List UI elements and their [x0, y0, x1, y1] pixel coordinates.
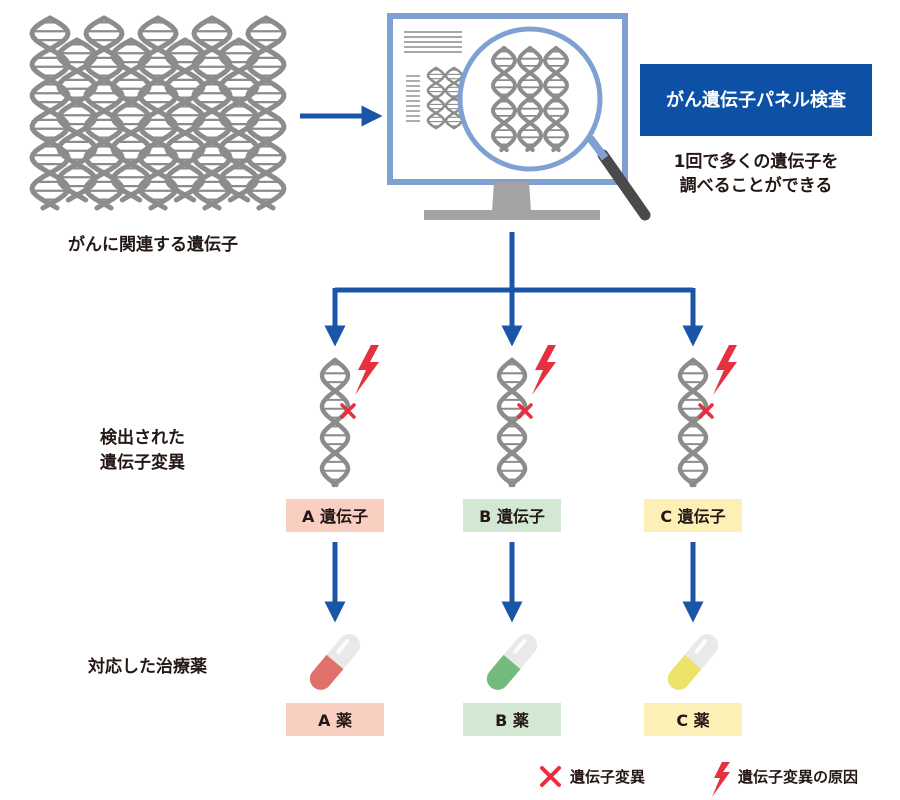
drug-badge-label: C 薬	[676, 711, 710, 730]
gene-badge-label: C 遺伝子	[660, 507, 725, 526]
gene-column: B 遺伝子 B 薬	[463, 345, 561, 736]
document-lines-icon	[404, 31, 462, 122]
lightning-icon	[355, 345, 379, 395]
dna-icon	[56, 37, 98, 203]
legend-mutation-cause: 遺伝子変異の原因	[737, 768, 858, 786]
cross-icon	[698, 403, 714, 419]
legend-mutation: 遺伝子変異	[569, 768, 645, 786]
magnifier-icon	[457, 26, 651, 221]
branch-arrows	[324, 232, 704, 347]
panel-title: がん遺伝子パネル検査	[666, 89, 846, 111]
panel-title-box	[640, 64, 872, 136]
magnified-dna-icon	[490, 46, 570, 152]
gene-column: C 遺伝子 C 薬	[644, 345, 742, 736]
cancer-genes-dna-group	[29, 15, 287, 211]
cancer-genes-label: がんに関連する遺伝子	[68, 234, 238, 255]
drug-badge	[286, 703, 384, 736]
dna-icon	[542, 46, 570, 152]
dna-icon	[110, 37, 152, 203]
cross-icon	[517, 403, 533, 419]
dna-icon	[164, 37, 206, 203]
capsule-icon	[667, 634, 719, 690]
lightning-icon	[712, 762, 730, 797]
gene-badge	[463, 499, 561, 532]
dna-icon	[490, 46, 518, 152]
dna-icon	[245, 15, 287, 211]
gene-badge-label: A 遺伝子	[302, 507, 368, 526]
gene-badge	[644, 499, 742, 532]
panel-desc-line2: 調べることができる	[680, 175, 833, 196]
gene-columns: A 遺伝子 A 薬 B 遺伝子 B 薬 C 遺伝子 C 薬	[286, 345, 742, 736]
lightning-icon	[532, 345, 556, 395]
dna-icon	[516, 46, 544, 152]
gene-badge	[286, 499, 384, 532]
dna-icon	[218, 37, 260, 203]
dna-icon	[426, 66, 446, 130]
dna-icon	[319, 357, 351, 488]
drug-badge-label: B 薬	[495, 711, 530, 730]
dna-icon	[137, 15, 179, 211]
detected-label-line1: 検出された	[100, 427, 185, 448]
gene-badge-label: B 遺伝子	[479, 507, 545, 526]
dna-icon	[83, 15, 125, 211]
legend: 遺伝子変異 遺伝子変異の原因	[540, 762, 858, 797]
drug-badge	[644, 703, 742, 736]
gene-column: A 遺伝子 A 薬	[286, 345, 384, 736]
cross-icon	[340, 403, 356, 419]
drug-badge	[463, 703, 561, 736]
cross-icon	[540, 766, 561, 787]
panel-desc-line1: 1回で多くの遺伝子を	[674, 151, 839, 172]
capsule-icon	[309, 634, 361, 690]
dna-icon	[496, 357, 528, 488]
detected-label-line2: 遺伝子変異	[100, 452, 185, 473]
dna-icon	[677, 357, 709, 488]
drug-badge-label: A 薬	[318, 711, 353, 730]
lightning-icon	[713, 345, 737, 395]
capsule-icon	[486, 634, 538, 690]
drug-label: 対応した治療薬	[87, 656, 207, 677]
dna-icon	[191, 15, 233, 211]
